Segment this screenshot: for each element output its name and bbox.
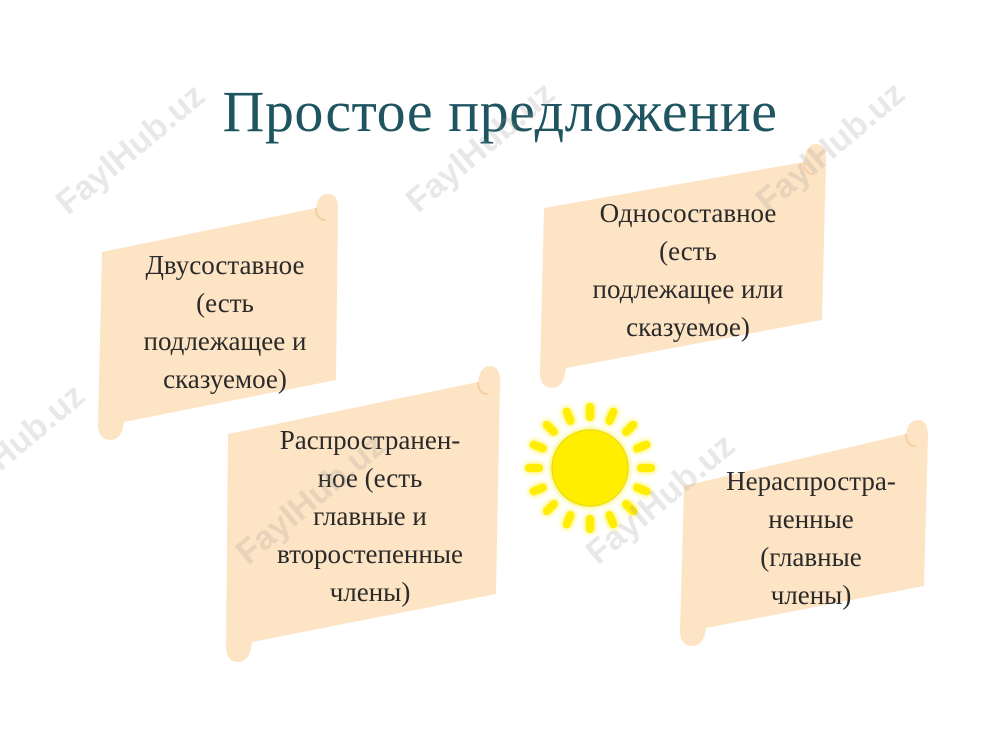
sun-ray: [633, 440, 651, 453]
sun-ray: [542, 500, 558, 516]
text-line: подлежащее и: [143, 326, 307, 356]
sun-ray: [586, 403, 594, 421]
sun-ray: [586, 515, 594, 533]
text-line: Односоставное: [599, 198, 777, 228]
sun-ray: [633, 483, 651, 496]
text-line: сказуемое): [163, 364, 287, 394]
text-line: второстепенные: [277, 539, 463, 569]
scroll-shape: [98, 194, 338, 440]
slide-title: Простое предложение: [222, 79, 778, 144]
text-line: Распространен-: [279, 425, 461, 455]
scroll-text: Односоставное (есть подлежащее или сказу…: [548, 190, 828, 350]
sun-ray: [605, 511, 618, 529]
sun-ray: [637, 464, 655, 472]
text-line: сказуемое): [626, 312, 750, 342]
scroll-text: Двусоставное (есть подлежащее и сказуемо…: [108, 242, 342, 402]
scroll-shape: [226, 366, 500, 662]
scroll-box-non-extended: Нераспростра- ненные (главные члены): [678, 416, 930, 648]
text-line: (главные: [760, 542, 862, 572]
sun-ray: [622, 420, 638, 436]
sun-ray: [605, 407, 618, 425]
scroll-text: Нераспростра- ненные (главные члены): [686, 458, 936, 618]
text-line: ненные: [768, 504, 854, 534]
text-line: Двусоставное: [145, 250, 305, 280]
text-line: главные и: [313, 501, 427, 531]
scroll-shape: [540, 144, 826, 388]
sun-ray: [622, 500, 638, 516]
scroll-box-two-part: Двусоставное (есть подлежащее и сказуемо…: [96, 190, 341, 442]
sun-ray: [525, 464, 543, 472]
sun-ray: [529, 440, 547, 453]
sun-ray: [542, 420, 558, 436]
text-line: члены): [329, 577, 411, 607]
scroll-box-one-part: Односоставное (есть подлежащее или сказу…: [538, 140, 828, 392]
text-line: подлежащее или: [592, 274, 784, 304]
sun-ray: [529, 483, 547, 496]
text-line: (есть: [659, 236, 717, 266]
scroll-text: Распространен- ное (есть главные и второ…: [232, 418, 508, 614]
text-line: члены): [770, 580, 852, 610]
sun-ray: [562, 407, 575, 425]
text-line: ное (есть: [317, 463, 423, 493]
watermark: FaylHub.uz: [0, 376, 93, 522]
sun-ray: [562, 511, 575, 529]
text-line: (есть: [196, 288, 254, 318]
scroll-shape: [680, 420, 928, 646]
scroll-box-extended: Распространен- ное (есть главные и второ…: [222, 362, 504, 666]
sun-icon: [525, 403, 655, 533]
text-line: Нераспростра-: [726, 466, 896, 496]
